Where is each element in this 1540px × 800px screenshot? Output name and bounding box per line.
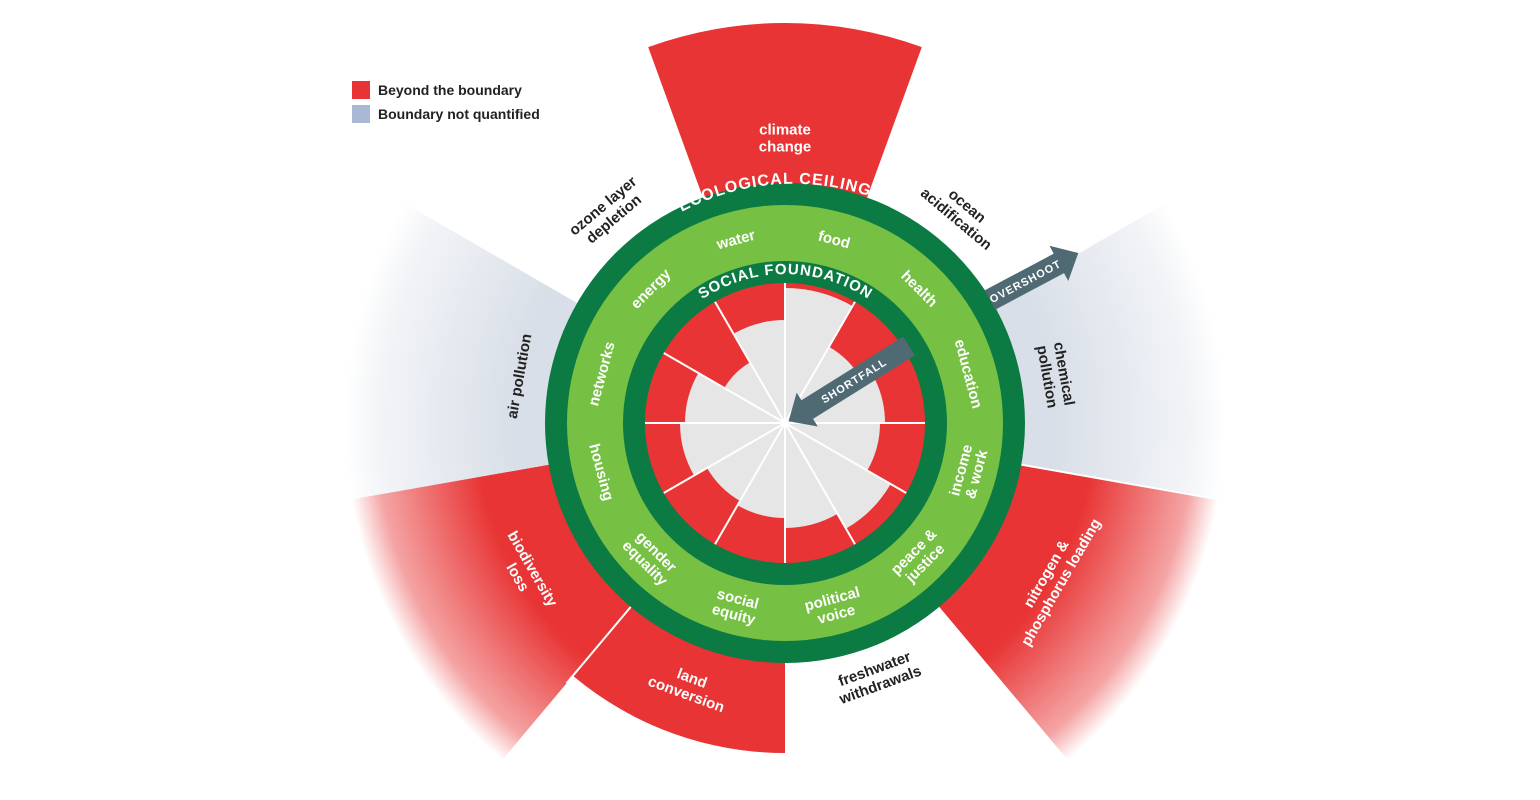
eco-label-freshwater: freshwaterwithdrawals xyxy=(830,647,923,709)
social-achieved-sector xyxy=(707,423,785,501)
social-divider xyxy=(714,422,786,545)
wedge-separator xyxy=(1021,463,1219,501)
overshoot-arrow-shape xyxy=(984,245,1079,310)
wedge-chemical xyxy=(991,203,1225,500)
social-divider xyxy=(714,301,786,424)
legend-swatch-red xyxy=(352,81,370,99)
social-divider xyxy=(663,422,786,494)
social-divider xyxy=(784,422,856,545)
social-divider xyxy=(663,352,786,424)
social-divider xyxy=(784,422,907,494)
social-achieved-sector xyxy=(733,320,785,423)
shortfall-arrow-shape xyxy=(788,336,915,427)
social-achieved-sector xyxy=(724,362,785,423)
legend-label-beyond: Beyond the boundary xyxy=(378,82,522,98)
legend-item-beyond: Beyond the boundary xyxy=(352,78,540,102)
legend-swatch-grey xyxy=(352,105,370,123)
social-achieved-sector xyxy=(680,423,785,476)
wedge-land xyxy=(572,605,785,753)
social-achieved-sector xyxy=(685,373,785,423)
legend-label-unquantified: Boundary not quantified xyxy=(378,106,540,122)
wedge-air xyxy=(344,203,579,500)
social-achieved-sector xyxy=(737,423,785,518)
legend: Beyond the boundary Boundary not quantif… xyxy=(352,78,540,126)
social-achieved-sector xyxy=(785,423,891,529)
wedge-separator xyxy=(565,606,632,685)
wedge-nitrogen xyxy=(937,464,1219,761)
social-achieved-sector xyxy=(785,423,838,528)
wedge-biodiversity xyxy=(351,464,633,761)
social-achieved-sector xyxy=(785,423,880,471)
shortfall-sectors xyxy=(645,283,925,563)
wedge-climate xyxy=(648,23,922,200)
social-achieved-sector xyxy=(785,288,853,423)
legend-item-unquantified: Boundary not quantified xyxy=(352,102,540,126)
